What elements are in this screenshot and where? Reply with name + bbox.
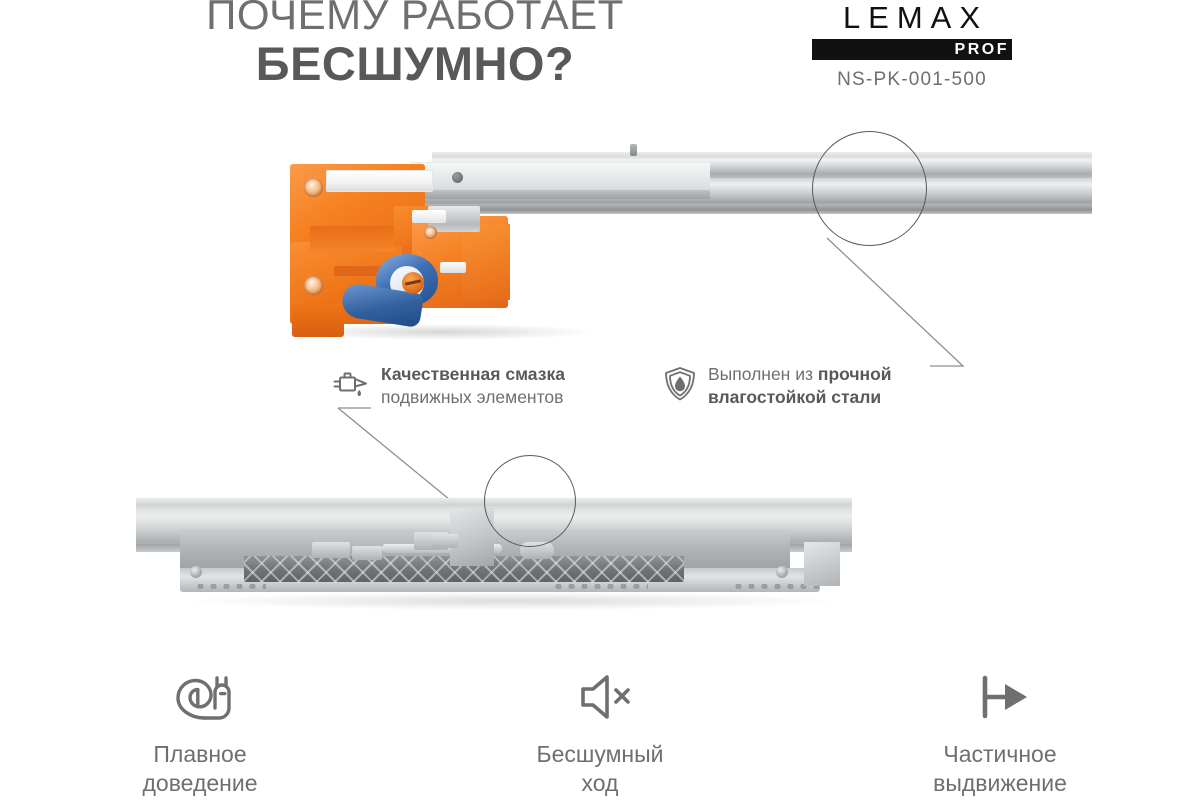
- orange-slot: [334, 266, 398, 276]
- bottom-mount-hole-right: [776, 566, 788, 578]
- bottom-screw-dots-mid: [552, 584, 648, 589]
- annotation-lubrication: Качественная смазка подвижных элементов: [330, 363, 565, 409]
- feature-0-line2: доведение: [142, 770, 258, 797]
- white-tab-tiny: [440, 262, 466, 273]
- shield-drop-icon: [663, 365, 697, 403]
- feature-silent-movement: Бесшумный ход: [400, 660, 800, 799]
- orange-mechanism-body: [282, 154, 522, 337]
- latch-part-2: [352, 546, 382, 560]
- mount-hole-mid: [424, 226, 437, 239]
- bottom-mount-hole-left: [190, 566, 202, 578]
- title-line-1: ПОЧЕМУ РАБОТАЕТ: [206, 0, 624, 38]
- annotation-steel-prefix: Выполнен из: [708, 364, 818, 384]
- latch-part-5: [432, 534, 458, 548]
- annotation-lubrication-text: Качественная смазка подвижных элементов: [381, 363, 565, 409]
- magnifier-circle-lubricated-parts: [484, 455, 576, 547]
- feature-list: Плавное доведение Бесшумный ход: [0, 660, 1200, 799]
- brand-bar: PROF: [812, 39, 1012, 60]
- lever-screw: [402, 272, 424, 294]
- annotation-steel-text: Выполнен из прочной влагостойкой стали: [708, 363, 892, 409]
- brand-logo: LEMAX PROF NS-PK-001-500: [812, 2, 1012, 91]
- feature-smooth-closing: Плавное доведение: [0, 660, 400, 799]
- orange-plate-right-inner: [462, 224, 510, 300]
- annotation-lubrication-line1: Качественная смазка: [381, 364, 565, 384]
- feature-silent-movement-label: Бесшумный ход: [400, 740, 800, 799]
- rail-near-lip: [402, 204, 1092, 214]
- bottom-screw-dots-right: [732, 584, 826, 589]
- brand-name: LEMAX: [842, 0, 989, 35]
- white-tab-small: [412, 210, 446, 223]
- feature-2-line2: выдвижение: [933, 770, 1067, 797]
- annotation-lubrication-line2: подвижных элементов: [381, 387, 564, 408]
- orange-foot: [292, 304, 344, 337]
- photo-shadow-bottom: [192, 592, 832, 610]
- feature-smooth-closing-label: Плавное доведение: [0, 740, 400, 799]
- annotation-steel-bold2: влагостойкой стали: [708, 387, 882, 408]
- oil-can-icon: [330, 365, 370, 405]
- rail-far-top-edge: [432, 152, 1092, 158]
- feature-2-line1: Частичное: [943, 741, 1057, 767]
- feature-1-line1: Бесшумный: [536, 741, 664, 767]
- bottom-rail-tail: [804, 542, 840, 586]
- page-title: ПОЧЕМУ РАБОТАЕТ БЕСШУМНО?: [180, 0, 650, 88]
- orange-notch: [310, 226, 396, 252]
- bottom-screw-dots-left: [194, 584, 266, 589]
- brand-suffix: PROF: [954, 40, 1009, 58]
- feature-partial-extension-label: Частичное выдвижение: [800, 740, 1200, 799]
- feature-0-line1: Плавное: [153, 741, 247, 767]
- mount-hole-top: [304, 178, 323, 197]
- mount-hole-bottom: [304, 276, 323, 295]
- title-line-2: БЕСШУМНО?: [255, 36, 575, 90]
- partial-extension-arrow-icon: [800, 660, 1200, 734]
- annotation-steel-bold1: прочной: [817, 364, 892, 384]
- latch-part-1: [312, 542, 350, 558]
- feature-1-line2: ход: [581, 770, 619, 797]
- snail-icon: [0, 660, 400, 734]
- damper-cylinder: [550, 542, 670, 555]
- mute-speaker-icon: [400, 660, 800, 734]
- rail-inner-shadow: [410, 190, 710, 199]
- white-slider-tab: [326, 170, 433, 192]
- rail-rivet: [452, 172, 463, 183]
- product-photo-top: [282, 128, 1092, 348]
- rail-pin: [630, 144, 637, 156]
- annotation-steel: Выполнен из прочной влагостойкой стали: [663, 363, 892, 409]
- model-code: NS-PK-001-500: [837, 69, 987, 90]
- photo-shadow: [292, 324, 592, 340]
- blue-release-lever: [339, 254, 457, 329]
- magnifier-circle-steel-rail: [812, 131, 927, 246]
- feature-partial-extension: Частичное выдвижение: [800, 660, 1200, 799]
